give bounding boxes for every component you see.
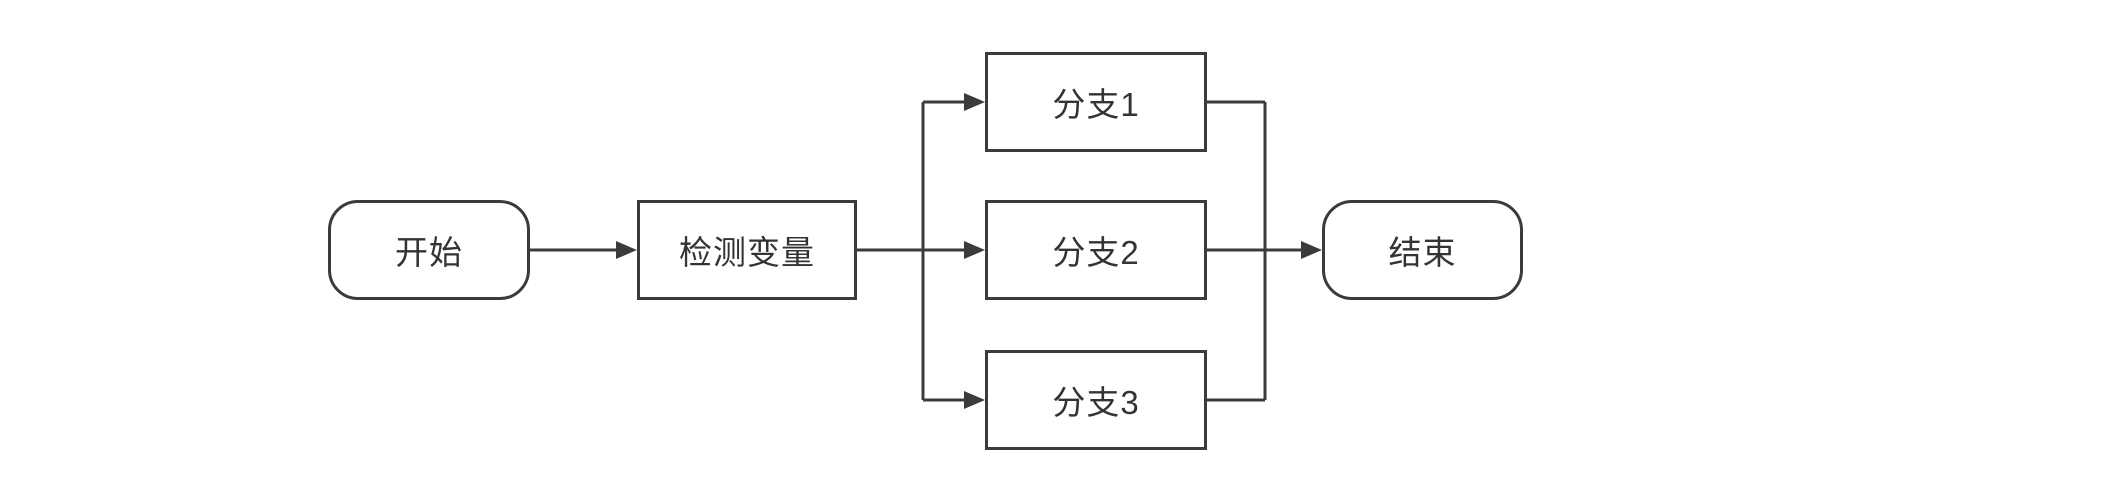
check-variable-node-label: 检测变量 <box>679 234 815 271</box>
arrowhead-check-branch3 <box>964 391 985 409</box>
end-node-label: 结束 <box>1388 234 1457 271</box>
branch3-node: 分支3 <box>985 350 1207 450</box>
arrowhead-branch2-end <box>1301 241 1322 259</box>
end-node: 结束 <box>1322 200 1523 300</box>
arrowhead-check-branch1 <box>964 93 985 111</box>
branch2-node-label: 分支2 <box>1052 234 1140 271</box>
arrowhead-start-check <box>616 241 637 259</box>
start-node: 开始 <box>328 200 530 300</box>
branch2-node: 分支2 <box>985 200 1207 300</box>
check-variable-node: 检测变量 <box>637 200 857 300</box>
branch1-node-label: 分支1 <box>1052 86 1140 123</box>
arrowhead-check-branch2 <box>964 241 985 259</box>
branch3-node-label: 分支3 <box>1052 384 1140 421</box>
branch1-node: 分支1 <box>985 52 1207 152</box>
start-node-label: 开始 <box>395 234 463 271</box>
